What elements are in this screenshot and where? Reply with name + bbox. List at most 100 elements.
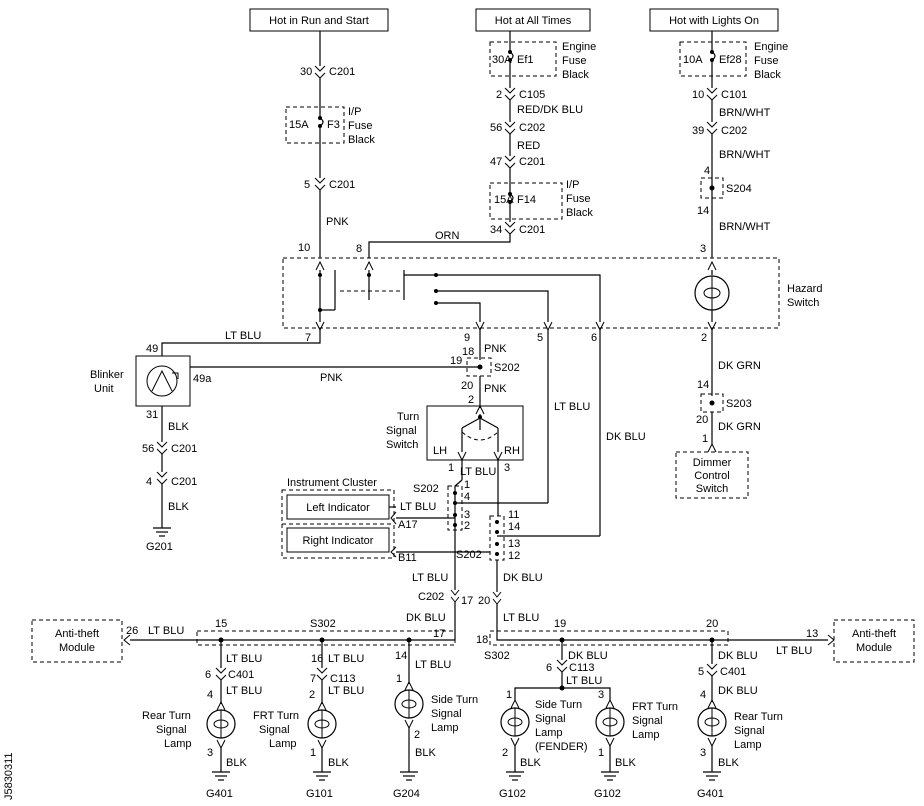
svg-text:17: 17	[461, 595, 473, 607]
svg-text:LT BLU: LT BLU	[566, 675, 602, 687]
svg-text:BRN/WHT: BRN/WHT	[719, 221, 771, 233]
svg-text:PNK: PNK	[326, 216, 349, 228]
svg-text:15A: 15A	[494, 194, 514, 206]
svg-text:2: 2	[496, 89, 502, 101]
svg-text:49a: 49a	[193, 373, 212, 385]
svg-text:16: 16	[311, 653, 323, 665]
svg-text:B11: B11	[398, 552, 417, 564]
svg-text:Dimmer: Dimmer	[693, 457, 732, 469]
svg-text:LT BLU: LT BLU	[226, 685, 262, 697]
svg-text:G101: G101	[306, 788, 333, 800]
svg-text:Signal: Signal	[431, 708, 462, 720]
svg-text:3: 3	[700, 747, 706, 759]
svg-text:G201: G201	[146, 541, 173, 553]
svg-text:PNK: PNK	[484, 343, 507, 355]
svg-text:BRN/WHT: BRN/WHT	[719, 149, 771, 161]
svg-text:Switch: Switch	[386, 439, 418, 451]
svg-text:6: 6	[591, 332, 597, 344]
svg-text:LT BLU: LT BLU	[328, 653, 364, 665]
svg-text:Right Indicator: Right Indicator	[303, 535, 374, 547]
svg-text:Left Indicator: Left Indicator	[306, 502, 370, 514]
svg-text:18: 18	[476, 634, 488, 646]
svg-text:1: 1	[598, 747, 604, 759]
svg-text:C202: C202	[418, 591, 444, 603]
dimmer-control-switch: Dimmer Control Switch	[675, 451, 749, 499]
source-run-start: Hot in Run and Start	[249, 8, 389, 32]
svg-text:C201: C201	[329, 179, 355, 191]
svg-text:DK BLU: DK BLU	[718, 685, 758, 697]
svg-text:BLK: BLK	[520, 757, 541, 769]
svg-text:19: 19	[554, 618, 566, 630]
svg-text:20: 20	[461, 380, 473, 392]
svg-text:F3: F3	[327, 119, 340, 131]
svg-text:A17: A17	[398, 519, 418, 531]
svg-text:1: 1	[448, 462, 454, 474]
svg-text:Fuse: Fuse	[348, 120, 372, 132]
svg-text:Ef1: Ef1	[517, 54, 534, 66]
svg-text:20: 20	[478, 595, 490, 607]
svg-text:LT BLU: LT BLU	[460, 466, 496, 478]
splice-s204: 4 S204	[700, 165, 752, 199]
svg-text:DK BLU: DK BLU	[568, 650, 608, 662]
svg-text:Engine: Engine	[754, 41, 788, 53]
svg-text:2: 2	[701, 332, 707, 344]
svg-text:5: 5	[304, 179, 310, 191]
svg-text:DK GRN: DK GRN	[718, 360, 761, 372]
svg-text:LT BLU: LT BLU	[226, 653, 262, 665]
svg-text:Black: Black	[348, 134, 375, 146]
svg-text:Turn: Turn	[397, 411, 419, 423]
svg-text:7: 7	[310, 673, 316, 685]
svg-text:18: 18	[462, 346, 474, 358]
svg-text:G102: G102	[594, 788, 621, 800]
svg-text:49: 49	[146, 343, 158, 355]
splice-s203: S203	[700, 393, 752, 413]
svg-text:C401: C401	[720, 666, 746, 678]
svg-text:13: 13	[508, 538, 520, 550]
svg-text:Engine: Engine	[562, 41, 596, 53]
svg-text:G102: G102	[499, 788, 526, 800]
svg-text:15A: 15A	[289, 119, 309, 131]
svg-text:Module: Module	[856, 642, 892, 654]
frt-turn-signal-lamp-left: FRT Turn Signal Lamp	[253, 700, 337, 750]
svg-text:Rear Turn: Rear Turn	[734, 711, 783, 723]
svg-text:Module: Module	[59, 642, 95, 654]
svg-text:LT BLU: LT BLU	[776, 645, 812, 657]
svg-text:DK GRN: DK GRN	[718, 421, 761, 433]
svg-text:C202: C202	[519, 122, 545, 134]
svg-text:2: 2	[464, 520, 470, 532]
anti-theft-module-right: Anti-theft Module	[833, 619, 915, 663]
svg-text:BLK: BLK	[615, 757, 636, 769]
svg-text:14: 14	[697, 205, 709, 217]
svg-text:C201: C201	[171, 476, 197, 488]
svg-text:LT BLU: LT BLU	[328, 685, 364, 697]
ref-code: J5830311	[3, 752, 15, 800]
svg-text:LT BLU: LT BLU	[400, 501, 436, 513]
svg-text:Black: Black	[566, 207, 593, 219]
svg-text:3: 3	[464, 509, 470, 521]
svg-text:G401: G401	[206, 788, 233, 800]
fuse-ef1: 30A Ef1 Engine Fuse Black	[489, 41, 596, 81]
svg-text:Lamp: Lamp	[164, 738, 192, 750]
svg-text:Fuse: Fuse	[562, 55, 586, 67]
svg-text:9: 9	[464, 332, 470, 344]
instrument-cluster: Instrument Cluster Left Indicator Right …	[281, 477, 395, 559]
svg-text:8: 8	[356, 243, 362, 255]
hazard-switch: Hazard Switch	[282, 257, 822, 332]
svg-text:FRT Turn: FRT Turn	[632, 701, 678, 713]
svg-text:BRN/WHT: BRN/WHT	[719, 107, 771, 119]
svg-text:10: 10	[692, 89, 704, 101]
svg-text:G401: G401	[697, 788, 724, 800]
svg-text:Lamp: Lamp	[535, 727, 563, 739]
svg-text:15: 15	[215, 618, 227, 630]
svg-text:RED: RED	[517, 140, 540, 152]
svg-text:LH: LH	[433, 445, 447, 457]
svg-text:56: 56	[142, 443, 154, 455]
svg-text:C113: C113	[330, 673, 355, 685]
fuse-ef28: 10A Ef28 Engine Fuse Black	[679, 41, 788, 81]
svg-text:12: 12	[508, 550, 520, 562]
svg-text:S302: S302	[310, 618, 336, 630]
fuse-f14: 15A F14 I/P Fuse Black	[489, 179, 593, 220]
svg-text:Fuse: Fuse	[754, 55, 778, 67]
svg-text:1: 1	[464, 479, 470, 491]
svg-text:S202: S202	[413, 483, 439, 495]
